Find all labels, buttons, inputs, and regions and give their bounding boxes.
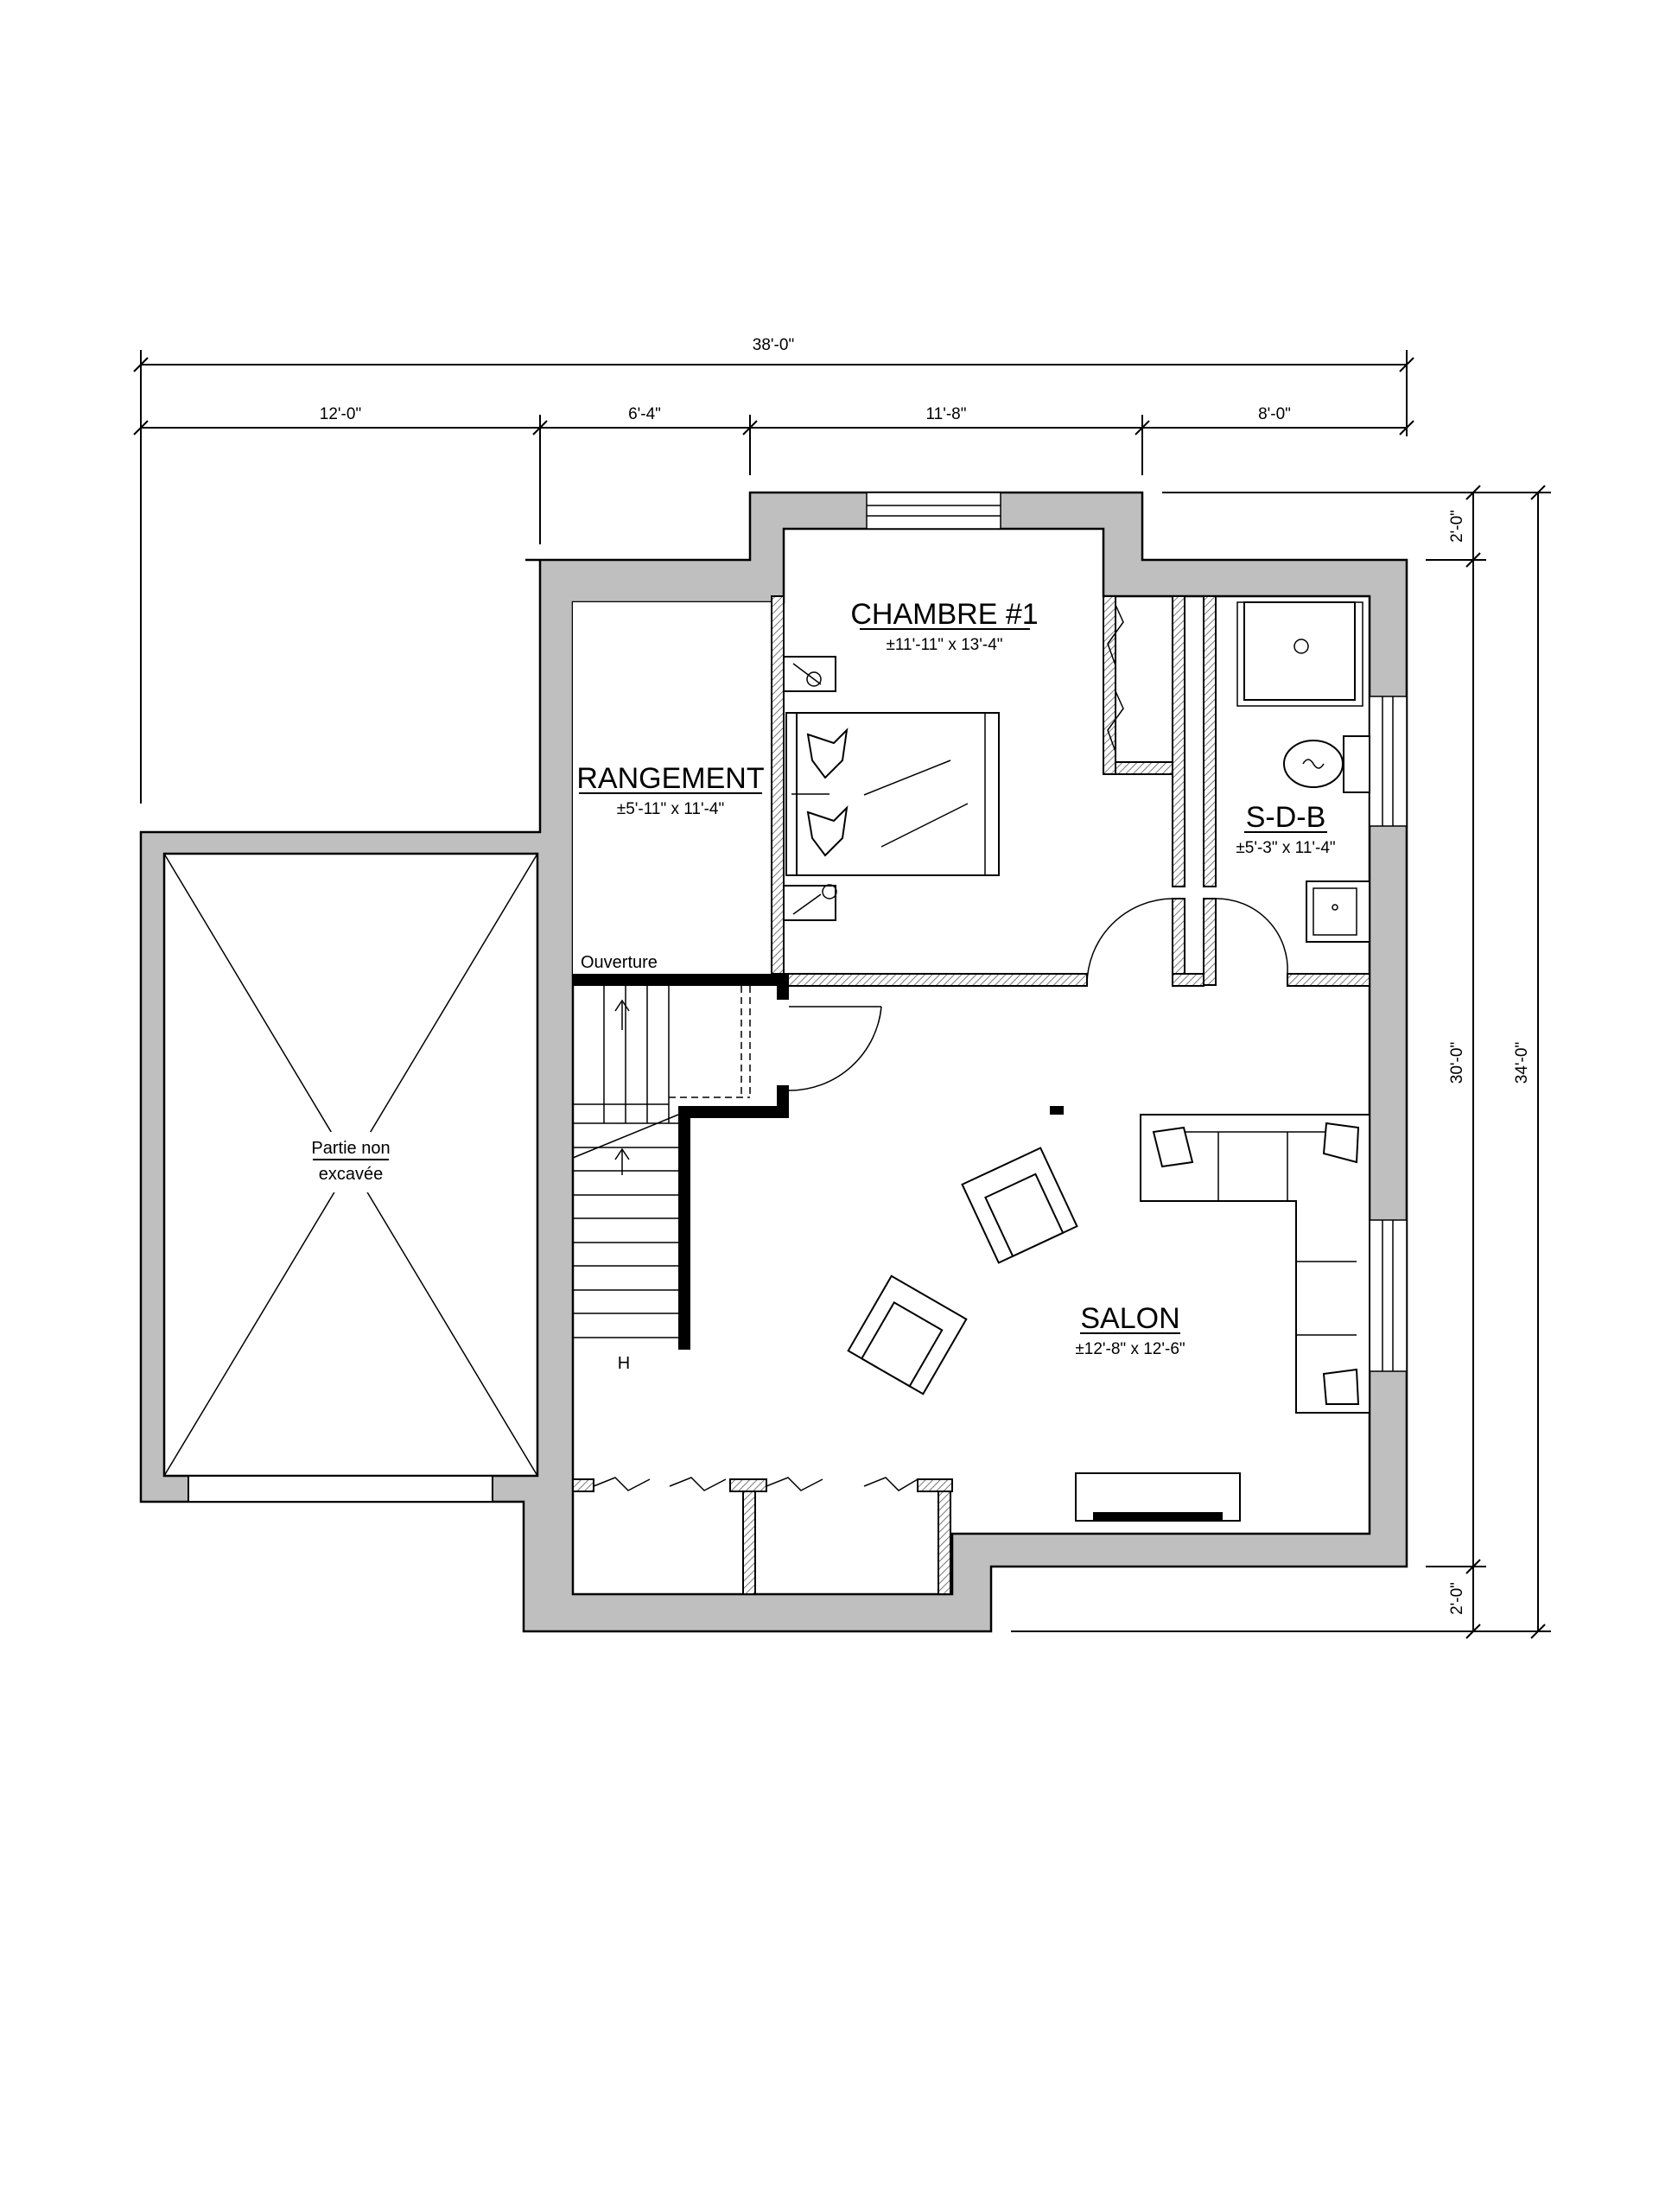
room-name-salon: SALON bbox=[1080, 1302, 1179, 1335]
dimension-lines bbox=[133, 350, 1551, 1639]
stair-mark: H bbox=[618, 1354, 630, 1373]
room-name-sdb: S-D-B bbox=[1246, 801, 1326, 834]
interior-partitions bbox=[572, 595, 1370, 1595]
dim-overall-width: 38'-0" bbox=[753, 336, 794, 354]
dim-segment-3: 11'-8" bbox=[926, 405, 967, 423]
room-size-sdb: ±5'-3" x 11'-4" bbox=[1236, 839, 1335, 857]
unexcavated-bottom-opening bbox=[188, 1475, 493, 1503]
armchair-2 bbox=[847, 1274, 968, 1395]
room-size-chambre: ±11'-11" x 13'-4" bbox=[886, 636, 1002, 654]
dim-right-top: 2'-0" bbox=[1448, 510, 1466, 543]
room-size-rangement: ±5'-11" x 11'-4" bbox=[617, 800, 724, 818]
staircase bbox=[572, 986, 751, 1338]
dim-segment-2: 6'-4" bbox=[628, 405, 661, 423]
sectional-sofa bbox=[1140, 1114, 1370, 1414]
room-size-salon: ±12'-8" x 12'-6" bbox=[1075, 1340, 1185, 1358]
room-name-chambre: CHAMBRE #1 bbox=[850, 598, 1038, 631]
note-ouverture: Ouverture bbox=[581, 953, 658, 972]
dim-right-bottom: 2'-0" bbox=[1448, 1582, 1466, 1615]
bathroom-fixtures bbox=[1236, 601, 1370, 943]
note-unexcavated-line2: excavée bbox=[319, 1165, 384, 1184]
nightstands bbox=[783, 656, 837, 921]
dim-right-middle: 30'-0" bbox=[1448, 1042, 1466, 1084]
note-unexcavated-line1: Partie non bbox=[311, 1139, 390, 1158]
doors bbox=[593, 604, 1288, 1491]
room-name-rangement: RANGEMENT bbox=[576, 762, 764, 795]
bed bbox=[785, 712, 1000, 876]
ceiling-fixture bbox=[1050, 1106, 1064, 1115]
stair-wall bbox=[573, 974, 789, 1350]
dim-segment-4: 8'-0" bbox=[1258, 405, 1291, 423]
dim-segment-1: 12'-0" bbox=[320, 405, 361, 423]
dim-right-overall: 34'-0" bbox=[1513, 1042, 1531, 1084]
armchair-1 bbox=[961, 1147, 1078, 1264]
